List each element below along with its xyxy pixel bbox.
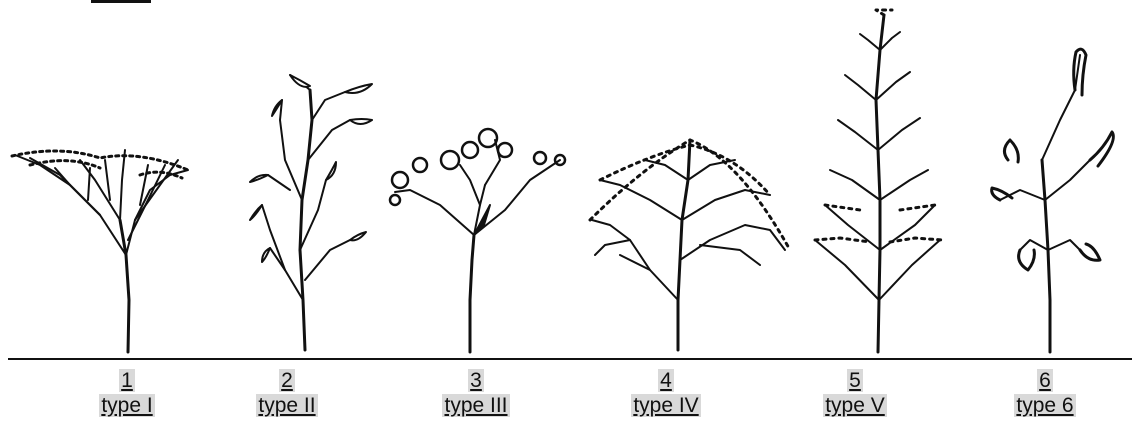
figure-label: type I: [99, 394, 155, 417]
figure-label: type 6: [1014, 394, 1076, 417]
caption-3: 3 type III: [401, 368, 551, 418]
figure-number: 1: [119, 369, 135, 392]
caption-1: 1 type I: [52, 368, 202, 418]
figure-label: type II: [256, 394, 318, 417]
figure-label: type III: [442, 394, 510, 417]
baseline-rule: [8, 358, 1132, 360]
figure-number: 3: [468, 369, 484, 392]
caption-5: 5 type V: [780, 368, 930, 418]
figure-number: 4: [658, 369, 674, 392]
drawing-type-5: [813, 8, 944, 354]
figure-label: type IV: [631, 394, 701, 417]
caption-6: 6 type 6: [970, 368, 1120, 418]
figure-number: 2: [279, 369, 295, 392]
top-rule-fragment: [91, 0, 151, 3]
drawing-type-2: [249, 74, 373, 352]
drawing-type-3: [388, 127, 567, 354]
figure-number: 5: [847, 369, 863, 392]
drawing-type-6: [990, 47, 1115, 354]
drawing-type-4: [588, 138, 792, 352]
caption-4: 4 type IV: [591, 368, 741, 418]
drawing-type-1: [10, 149, 190, 354]
caption-2: 2 type II: [212, 368, 362, 418]
figure-number: 6: [1037, 369, 1053, 392]
figure-label: type V: [823, 394, 887, 417]
